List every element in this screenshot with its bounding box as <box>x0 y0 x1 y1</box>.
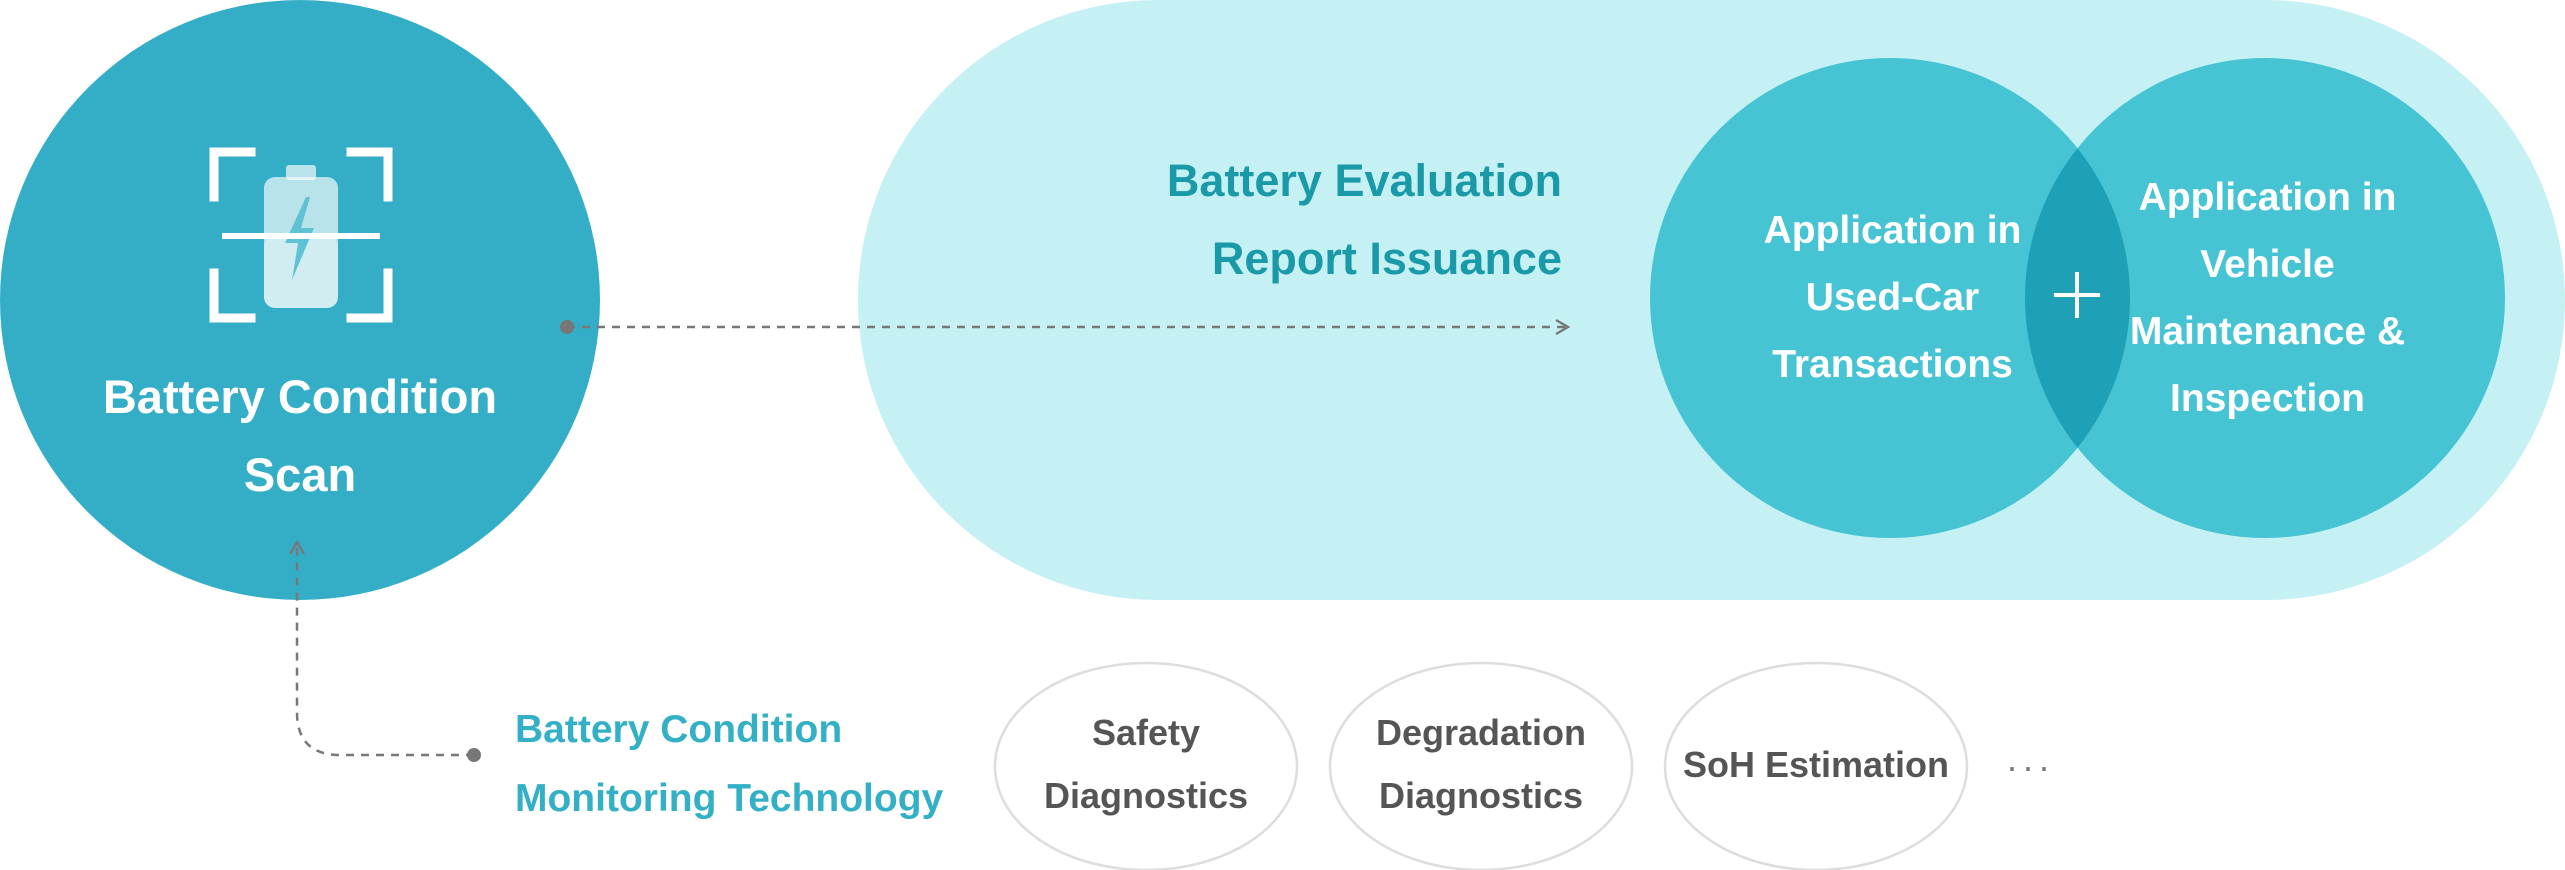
monitoring-to-scan-connector <box>288 539 481 762</box>
used-car-line3: Transactions <box>1772 343 2013 386</box>
degradation-diagnostics-line2: Diagnostics <box>1378 775 1584 816</box>
battery-scan-icon <box>209 147 393 323</box>
degradation-diagnostics-pill <box>1328 661 1634 870</box>
safety-diagnostics-label: Safety Diagnostics <box>995 701 1297 827</box>
scan-to-report-connector <box>560 318 1571 336</box>
safety-diagnostics-line1: Safety <box>1091 712 1201 753</box>
used-car-circle <box>1650 58 2130 538</box>
degradation-diagnostics-line1: Degradation <box>1375 712 1587 753</box>
monitoring-title: Battery Condition Monitoring Technology <box>515 695 1035 833</box>
monitoring-title-line1: Battery Condition <box>515 708 843 751</box>
used-car-line1: Application in <box>1763 209 2022 252</box>
scan-title: Battery Condition Scan <box>0 358 600 514</box>
maintenance-circle <box>2025 58 2505 538</box>
maintenance-line3: Maintenance & <box>2129 310 2406 353</box>
monitoring-title-line2: Monitoring Technology <box>515 777 944 820</box>
maintenance-line1: Application in <box>2138 176 2397 219</box>
report-title-line2: Report Issuance <box>1211 233 1562 284</box>
maintenance-line4: Inspection <box>2169 377 2366 420</box>
plus-icon <box>2054 272 2100 318</box>
degradation-diagnostics-label: Degradation Diagnostics <box>1330 701 1632 827</box>
report-title-line1: Battery Evaluation <box>1166 155 1562 206</box>
more-items-ellipsis: ··· <box>2006 746 2054 787</box>
report-title: Battery Evaluation Report Issuance <box>1000 142 1562 298</box>
used-car-label: Application in Used-Car Transactions <box>1650 197 2135 398</box>
scan-title-line2: Scan <box>243 448 357 501</box>
maintenance-label: Application in Vehicle Maintenance & Ins… <box>2025 164 2510 432</box>
used-car-line2: Used-Car <box>1805 276 1980 319</box>
soh-estimation-label: SoH Estimation <box>1665 733 1967 796</box>
scan-title-line1: Battery Condition <box>102 370 498 423</box>
soh-estimation-line1: SoH Estimation <box>1682 744 1950 785</box>
soh-estimation-pill <box>1663 661 1969 870</box>
safety-diagnostics-line2: Diagnostics <box>1043 775 1249 816</box>
safety-diagnostics-pill <box>993 661 1299 870</box>
maintenance-line2: Vehicle <box>2200 243 2335 286</box>
